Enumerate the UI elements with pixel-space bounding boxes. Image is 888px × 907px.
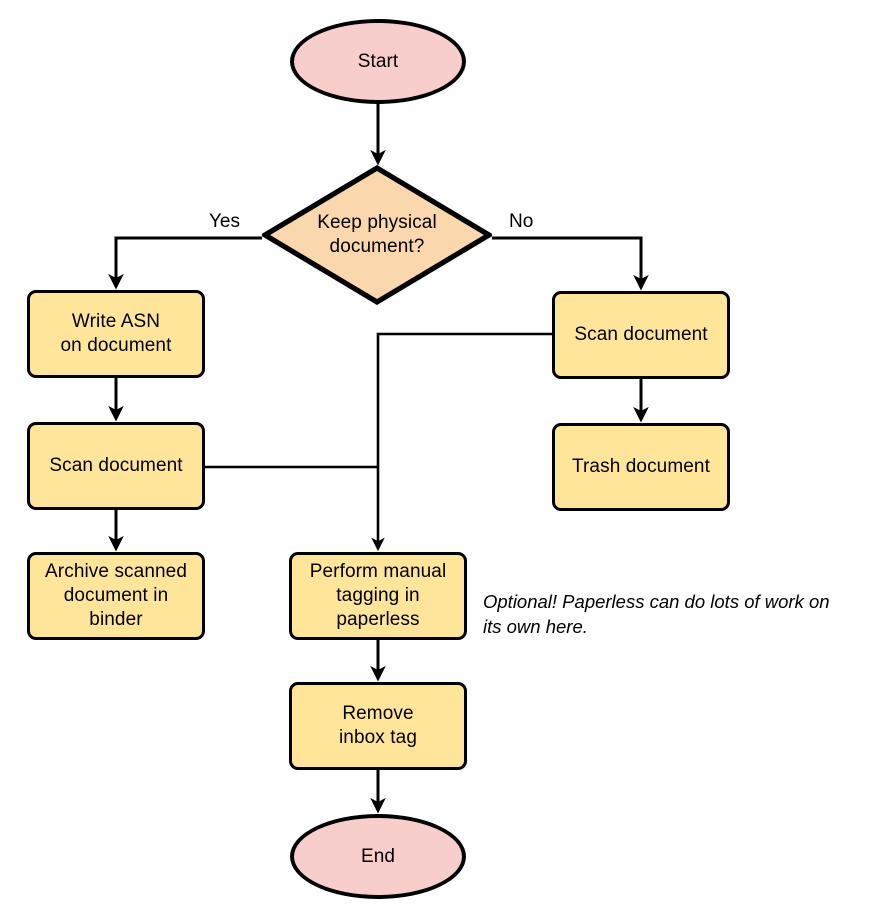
node-trash-document[interactable]: Trash document [552,423,730,511]
node-scan-document-left[interactable]: Scan document [27,422,205,510]
node-scan-document-left-label: Scan document [49,455,183,477]
node-archive-label-line1: Archive scanned [45,561,187,583]
edge-scan-right-to-tagging [371,332,552,552]
node-tagging-label: Perform manual tagging in paperless [310,560,447,632]
node-archive-label: Archive scanned document in binder [45,560,187,632]
diamond-shape [262,165,492,305]
node-remove-inbox-label-line1: Remove [342,703,414,725]
node-remove-inbox-tag[interactable]: Remove inbox tag [289,682,467,770]
edge-label-yes: Yes [209,211,240,232]
edge-decision-yes-to-write-asn [108,236,262,290]
node-write-asn-on-document[interactable]: Write ASN on document [27,290,205,378]
node-end-label: End [360,845,396,867]
annotation-optional-note-line2: its own here. [483,615,588,637]
node-write-asn-label: Write ASN on document [61,310,172,358]
node-scan-document-right[interactable]: Scan document [552,291,730,379]
node-perform-manual-tagging-in-paperless[interactable]: Perform manual tagging in paperless [289,552,467,640]
annotation-optional-note-line1: Optional! Paperless can do lots of work … [483,591,830,612]
node-archive-scanned-document-in-binder[interactable]: Archive scanned document in binder [27,552,205,640]
annotation-optional-note: Optional! Paperless can do lots of work … [483,590,883,639]
node-archive-label-line2: document in [63,585,169,607]
node-trash-document-label: Trash document [572,456,710,478]
node-start[interactable]: Start [290,19,466,104]
node-archive-label-line3: binder [89,608,143,630]
node-remove-inbox-label: Remove inbox tag [339,702,417,750]
node-write-asn-label-line2: on document [60,335,172,356]
node-scan-document-right-label: Scan document [574,324,708,346]
node-end[interactable]: End [290,814,466,899]
node-tagging-label-line2: tagging in [336,585,420,607]
node-write-asn-label-line1: Write ASN [71,311,161,333]
node-tagging-label-line3: paperless [336,608,420,630]
node-start-label: Start [357,50,399,72]
node-keep-physical-document-decision[interactable]: Keep physical document? [262,165,492,305]
edge-label-no: No [509,211,534,232]
node-remove-inbox-label-line2: inbox tag [338,727,417,748]
edge-decision-no-to-scan-right [492,236,649,291]
node-tagging-label-line1: Perform manual [309,561,447,583]
